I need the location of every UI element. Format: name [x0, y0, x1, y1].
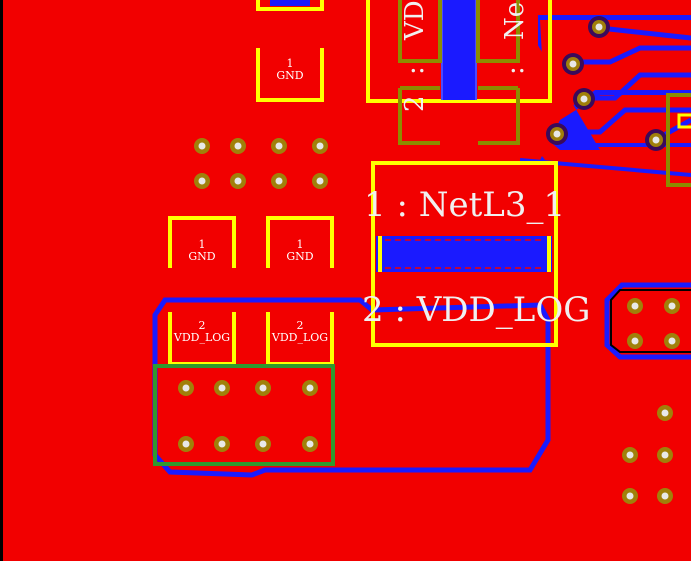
pad-number: 1 [199, 238, 206, 251]
via [302, 380, 318, 396]
component-outline-right-edge [666, 93, 691, 187]
via [588, 16, 610, 38]
pin-label-fragment-right: Ne [500, 2, 530, 40]
component-top-center: VD Ne : : 2 [366, 0, 552, 145]
via [627, 298, 643, 314]
pin-label-colon-right: : [500, 66, 530, 75]
pad-gnd-left: 1 GND [168, 216, 236, 268]
keepout-via-array [153, 364, 335, 466]
pin2-label: 2 : VDD_LOG [362, 290, 590, 330]
vdd-log-copper-island [152, 297, 551, 478]
via [178, 436, 194, 452]
via [664, 333, 680, 349]
via-array-top-left [194, 138, 328, 189]
via-group-right [622, 298, 680, 504]
component-outline [371, 161, 558, 347]
via [657, 488, 673, 504]
via [230, 173, 246, 189]
via [271, 138, 287, 154]
via [562, 53, 584, 75]
pad-top-partial [256, 0, 324, 11]
pin-label-fragment-2: 2 [400, 95, 430, 112]
via [194, 173, 210, 189]
pad-gnd-right: 1 GND [266, 216, 334, 268]
via [255, 380, 271, 396]
pad-outline-left [398, 0, 442, 63]
via [178, 380, 194, 396]
via [271, 173, 287, 189]
via [573, 88, 595, 110]
pad-number: 2 [199, 319, 206, 332]
via [657, 405, 673, 421]
via [627, 333, 643, 349]
pad-gnd-top: 1 GND [256, 48, 324, 102]
via [312, 138, 328, 154]
keepout-gap [442, 0, 476, 100]
pin-label-fragment-left: VD [400, 0, 430, 41]
pad-number: 2 [297, 319, 304, 332]
pad-net-label: GND [188, 250, 215, 263]
via [312, 173, 328, 189]
pad-number: 1 [287, 57, 294, 70]
via [302, 436, 318, 452]
copper-island-right [604, 282, 691, 360]
component-body [366, 0, 552, 103]
keepout-outline [153, 364, 335, 466]
pad-outline-right [476, 0, 520, 63]
trace-bundle-top-right [519, 15, 691, 177]
via [230, 138, 246, 154]
pad-net-label: VDD_LOG [173, 331, 230, 344]
silk-marker-right-edge [677, 113, 691, 129]
via [546, 123, 568, 145]
pad-net-label: VDD_LOG [271, 331, 328, 344]
via [255, 436, 271, 452]
via [664, 298, 680, 314]
via [214, 436, 230, 452]
pad-number: 1 [297, 238, 304, 251]
via [194, 138, 210, 154]
trace-gap-blue [376, 236, 552, 272]
via [214, 380, 230, 396]
via [622, 447, 638, 463]
component-l3: 1 : NetL3_1 2 : VDD_LOG [362, 161, 590, 347]
pad-top-partial-blue [270, 0, 310, 6]
via [622, 488, 638, 504]
via [657, 447, 673, 463]
via [645, 129, 667, 151]
pin1-label: 1 : NetL3_1 [364, 185, 565, 225]
via-group-top-right [546, 16, 667, 151]
pad-net-label: GND [286, 250, 313, 263]
pad-net-label: GND [276, 69, 303, 82]
pin-label-colon-left: : [400, 66, 430, 75]
